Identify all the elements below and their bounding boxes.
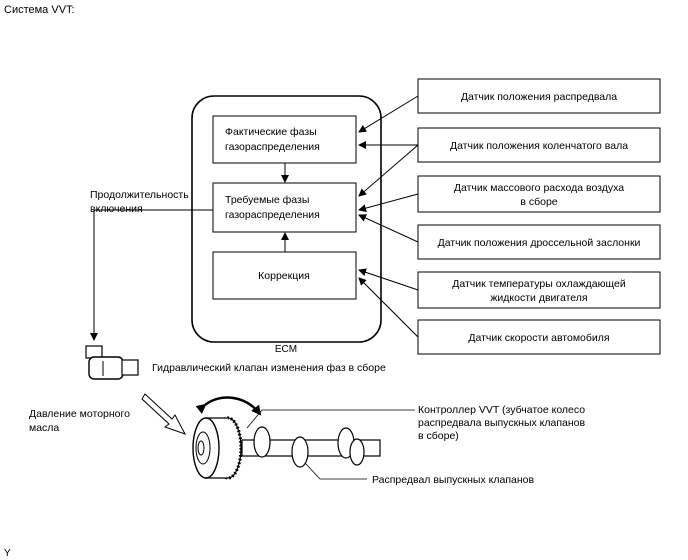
arrow-speed-sensor <box>358 277 419 338</box>
sensor-mass-air-flow: Датчик массового расхода воздуха в сборе <box>417 175 661 213</box>
arrow-duty-to-ocv <box>90 209 213 341</box>
actual-timing-line-1: Фактические фазы <box>225 126 317 138</box>
ocv-valve-icon <box>85 345 139 380</box>
correction-label: Коррекция <box>258 270 310 282</box>
oil-pressure-line-2: масла <box>29 422 59 434</box>
camshaft-label: Распредвал выпускных клапанов <box>372 474 534 486</box>
arrow-throttle-sensor <box>358 214 419 243</box>
arrow-maf-sensor <box>358 193 419 213</box>
target-timing-line-1: Требуемые фазы <box>225 194 309 206</box>
sensor-mass-air-flow-line-2: в сборе <box>520 196 557 208</box>
actual-timing-block: Фактические фазы газораспределения <box>212 115 357 164</box>
page-title: Система VVT: <box>4 4 75 16</box>
controller-leader-line <box>246 409 415 429</box>
sensor-vehicle-speed-label: Датчик скорости автомобиля <box>468 332 609 344</box>
arrow-crankshaft-to-target <box>358 144 419 197</box>
ecm-label: ECM <box>275 344 297 355</box>
oil-pressure-line-1: Давление моторного <box>29 408 130 420</box>
sensor-camshaft-position: Датчик положения распредвала <box>417 78 661 114</box>
sensor-vehicle-speed: Датчик скорости автомобиля <box>417 319 661 355</box>
arrow-camshaft-sensor <box>358 95 419 133</box>
controller-label-line-3: в сборе) <box>418 430 459 442</box>
target-timing-block: Требуемые фазы газораспределения <box>212 182 357 233</box>
correction-block: Коррекция <box>212 251 357 300</box>
target-timing-line-2: газораспределения <box>225 209 320 221</box>
footer-mark: Y <box>4 548 11 559</box>
camshaft-assembly-illustration <box>192 396 381 480</box>
sensor-coolant-temperature-line-1: Датчик температуры охлаждающей <box>452 278 626 290</box>
camshaft-leader-line <box>304 462 367 480</box>
sensor-throttle-position-label: Датчик положения дроссельной заслонки <box>438 237 641 249</box>
arrow-coolant-sensor <box>358 268 419 291</box>
duty-label-line-2: включения <box>90 203 143 215</box>
controller-label-line-2: распредвала выпускных клапанов <box>418 417 586 429</box>
sensor-crankshaft-position-label: Датчик положения коленчатого вала <box>450 140 628 152</box>
sensor-mass-air-flow-line-1: Датчик массового расхода воздуха <box>454 182 624 194</box>
sensor-crankshaft-position: Датчик положения коленчатого вала <box>417 127 661 163</box>
sensor-coolant-temperature: Датчик температуры охлаждающей жидкости … <box>417 271 661 309</box>
sensor-camshaft-position-label: Датчик положения распредвала <box>461 91 617 103</box>
actual-timing-line-2: газораспределения <box>225 141 320 153</box>
sensor-coolant-temperature-line-2: жидкости двигателя <box>490 292 587 304</box>
ocv-label: Гидравлический клапан изменения фаз в сб… <box>152 362 386 374</box>
duty-label-line-1: Продолжительность <box>90 189 189 201</box>
controller-label-line-1: Контроллер VVT (зубчатое колесо <box>418 404 585 416</box>
ecm-box <box>191 95 382 343</box>
sensor-throttle-position: Датчик положения дроссельной заслонки <box>417 224 661 260</box>
oil-pressure-arrow-icon <box>141 393 187 435</box>
